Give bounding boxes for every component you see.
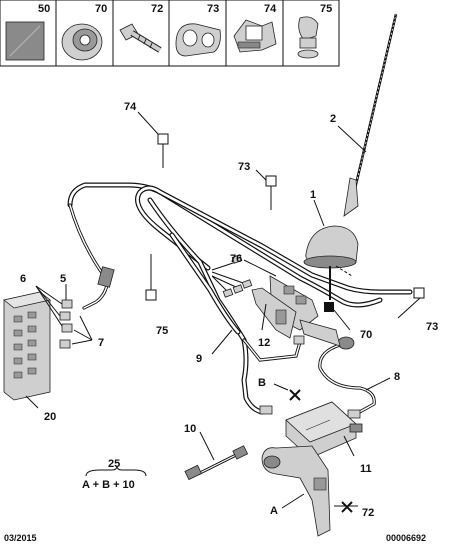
callout-labels: 74 2 73 1 76 6 5 73 75 70 7 12 9 8 B 20 … (20, 101, 438, 519)
callout-76[interactable]: 76 (230, 253, 242, 265)
antenna-mast-base (343, 177, 359, 217)
callout-20[interactable]: 20 (44, 411, 56, 423)
header-cell-75[interactable]: 75 (297, 3, 332, 59)
footer-doc-number: 00006692 (386, 533, 426, 543)
cable-clip-icon (233, 19, 277, 53)
header-cell-73[interactable]: 73 (175, 3, 221, 57)
connector-icon (347, 409, 361, 419)
callout-7[interactable]: 7 (98, 337, 104, 349)
ref-box-73-right (413, 287, 425, 299)
callout-B[interactable]: B (258, 377, 266, 389)
callout-70[interactable]: 70 (360, 329, 372, 341)
header-cell-72[interactable]: 72 (119, 3, 163, 53)
callout-12[interactable]: 12 (258, 337, 270, 349)
kit-ref[interactable]: 25 (108, 458, 120, 470)
mounting-bracket-a[interactable] (261, 445, 331, 537)
callout-2[interactable]: 2 (330, 113, 336, 125)
callout-1[interactable]: 1 (310, 189, 316, 201)
callout-8[interactable]: 8 (394, 371, 400, 383)
small-fasteners[interactable] (59, 299, 73, 349)
callout-72[interactable]: 72 (362, 507, 374, 519)
callout-9[interactable]: 9 (196, 353, 202, 365)
header-ref-label: 50 (38, 3, 50, 15)
callout-75[interactable]: 75 (156, 325, 168, 337)
header-cell-50[interactable]: 50 (5, 3, 50, 61)
connector-icon (259, 405, 273, 415)
callout-5[interactable]: 5 (60, 273, 66, 285)
header-ref-label: 70 (95, 3, 107, 15)
module-20[interactable] (3, 291, 51, 401)
double-clip-icon (175, 23, 221, 57)
header-cell-70[interactable]: 70 (61, 3, 107, 61)
header-parts-strip: 50 70 72 73 (0, 0, 340, 67)
kit-brace (85, 465, 147, 477)
push-clip-icon (297, 16, 319, 59)
connector-icon (337, 336, 355, 350)
cable-harness (67, 182, 413, 419)
header-cell-74[interactable]: 74 (233, 3, 277, 53)
callout-6[interactable]: 6 (20, 273, 26, 285)
header-ref-label: 74 (264, 3, 277, 15)
ref-box-75 (145, 289, 157, 301)
ref-box-74 (157, 133, 169, 145)
short-cable-10[interactable] (184, 445, 249, 481)
callout-73[interactable]: 73 (238, 161, 250, 173)
leader-lines (25, 111, 421, 509)
screw-cross-markers (289, 389, 353, 513)
kit-formula: 25 A + B + 10 (82, 458, 147, 491)
adhesive-pad-icon (9, 25, 41, 57)
amplifier-11[interactable] (285, 401, 363, 459)
ref-box-73 (265, 175, 277, 187)
bracket-12[interactable] (251, 287, 297, 339)
callout-73-right[interactable]: 73 (426, 321, 438, 333)
callout-74[interactable]: 74 (124, 101, 137, 113)
kit-formula-text: A + B + 10 (82, 479, 135, 491)
callout-10[interactable]: 10 (184, 423, 196, 435)
connector-icon (293, 335, 305, 345)
header-ref-label: 73 (207, 3, 219, 15)
nut-marker (324, 302, 334, 312)
callout-11[interactable]: 11 (360, 463, 372, 475)
screw-icon (119, 23, 162, 53)
header-ref-label: 72 (151, 3, 163, 15)
footer-date: 03/2015 (4, 533, 37, 543)
roof-antenna[interactable] (303, 13, 398, 312)
nut-icon (61, 23, 103, 61)
connector-group (211, 254, 253, 298)
header-ref-label: 75 (320, 3, 332, 15)
connector-icon (97, 266, 115, 288)
callout-A[interactable]: A (270, 505, 278, 517)
